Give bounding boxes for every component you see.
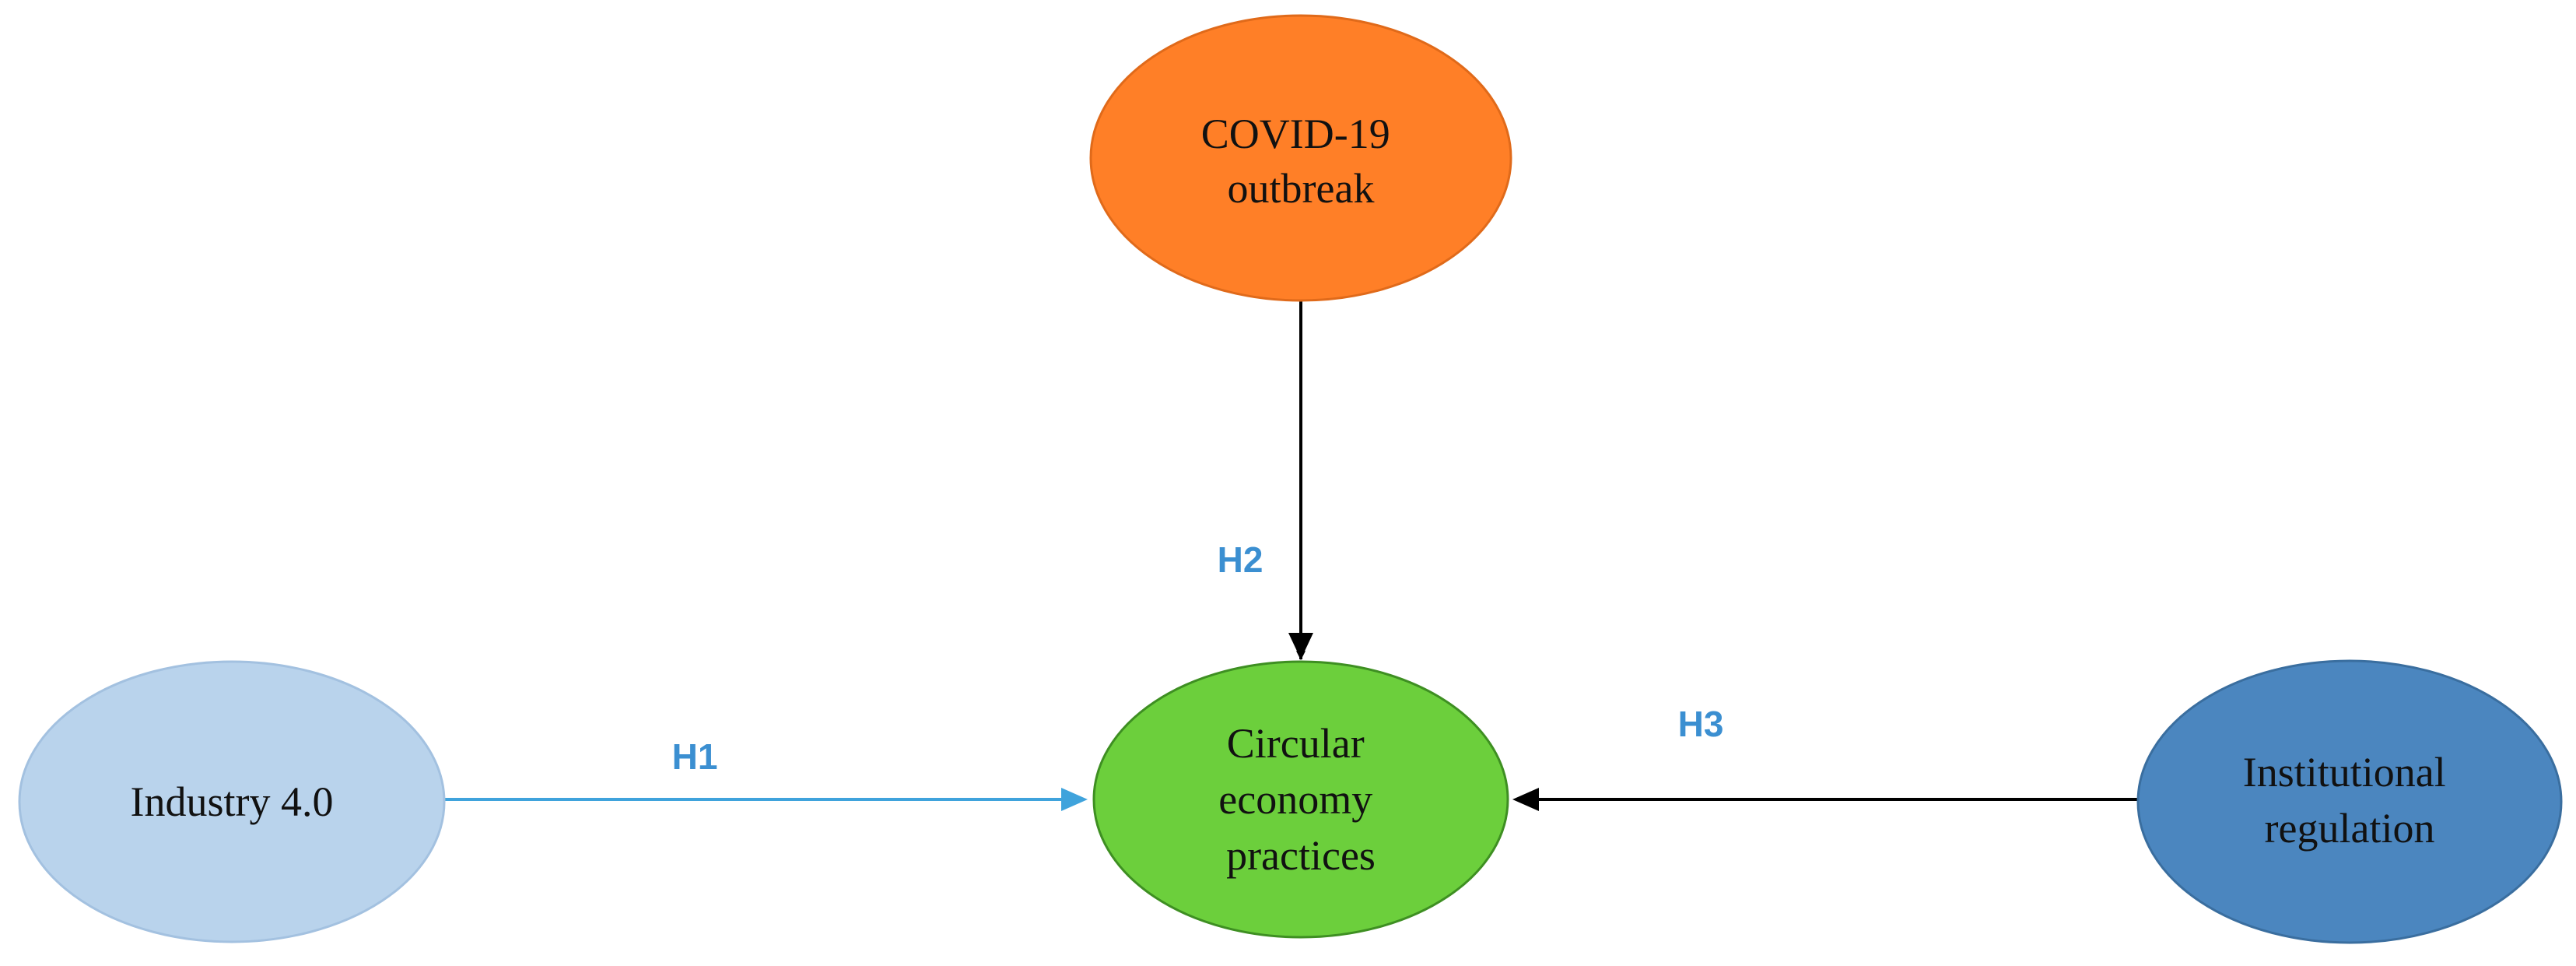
svg-text:Institutional regulation: Institutional regulation [2243,749,2456,852]
node-covid-19-outbreak: COVID-19 outbreak [1089,14,1512,302]
node-circular-economy-practices: Circular economy practices [1092,660,1509,939]
node-covid-circle [1089,14,1512,302]
node-industry-circle [18,660,446,943]
svg-text:Industry 4.0: Industry 4.0 [131,778,334,825]
edge-h2 [1288,299,1313,661]
edge-h2-arrowhead [1288,633,1313,659]
node-institutional-label-line-1: Institutional [2243,749,2446,796]
node-institutional-label-line-2: regulation [2265,805,2435,852]
node-covid-label-line-1: COVID-19 [1201,111,1390,157]
node-circular-label-line-3: practices [1226,832,1376,879]
node-circular-circle [1092,660,1509,939]
node-circular-label-line-2: economy [1218,776,1372,823]
svg-text:COVID-19 outbreak: COVID-19 outbreak [1201,111,1400,212]
node-industry-4-0: Industry 4.0 [18,660,446,943]
edge-h3 [1512,788,2138,811]
edge-h2-label: H2 [1218,539,1263,580]
node-circular-label-line-1: Circular [1227,720,1365,767]
edge-h1 [444,788,1088,811]
edge-h3-label: H3 [1678,704,1724,744]
edge-h1-arrowhead [1061,788,1088,811]
svg-text:Circular economy p: Circular economy practices [1218,720,1383,879]
node-institutional-regulation: Institutional regulation [2136,659,2563,944]
node-covid-label-line-2: outbreak [1228,165,1375,212]
edge-h1-label: H1 [672,736,718,777]
node-institutional-circle [2136,659,2563,944]
edge-h3-arrowhead [1512,788,1539,811]
node-industry-label-line-1: Industry 4.0 [131,778,334,825]
